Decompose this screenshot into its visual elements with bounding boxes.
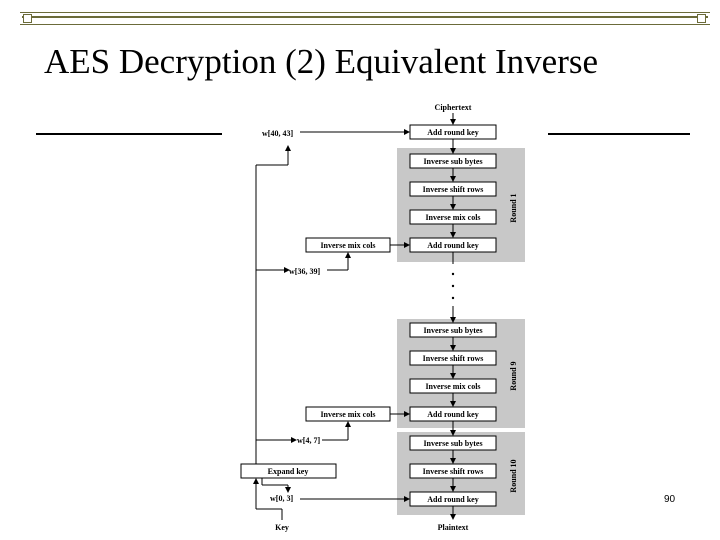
key-inv-mix-cols-label-9: Inverse mix cols [320,410,375,419]
key-word-0-3: w[0, 3] [270,494,293,503]
top-bar-band [20,12,710,25]
round-9-label: Round 9 [509,361,518,390]
add-round-key-label-1: Add round key [427,128,478,137]
top-bar-right-square [697,14,706,23]
inv-shift-rows-label-9: Inverse shift rows [423,354,484,363]
inv-sub-bytes-label-9: Inverse sub bytes [423,326,482,335]
inv-shift-rows-label-10: Inverse shift rows [423,467,484,476]
slide-title: AES Decryption (2) Equivalent Inverse [44,42,599,81]
inv-mix-cols-label-1: Inverse mix cols [425,213,480,222]
round-10-label: Round 10 [509,459,518,492]
plaintext-label: Plaintext [438,523,469,532]
top-bar-left-square [23,14,32,23]
key-word-40-43: w[40, 43] [262,129,293,138]
round-1-label: Round 1 [509,193,518,222]
add-round-key-label-2: Add round key [427,241,478,250]
add-round-key-label-9: Add round key [427,410,478,419]
key-label: Key [275,523,289,532]
slide-top-bar [20,12,710,25]
add-round-key-label-10: Add round key [427,495,478,504]
inv-sub-bytes-label-10: Inverse sub bytes [423,439,482,448]
inv-shift-rows-label-1: Inverse shift rows [423,185,484,194]
title-rule-left [36,133,222,135]
expand-key-label: Expand key [268,467,309,476]
key-inv-mix-cols-label-1: Inverse mix cols [320,241,375,250]
ciphertext-label: Ciphertext [435,103,472,112]
top-bar-stripe [22,16,708,18]
title-rule-right [548,133,690,135]
key-word-36-39: w[36, 39] [289,267,320,276]
inv-sub-bytes-label-1: Inverse sub bytes [423,157,482,166]
expand-key-box [240,463,337,479]
key-word-4-7: w[4, 7] [297,436,320,445]
round-ellipsis [451,272,455,300]
diagram-connectors [253,113,456,520]
page-number: 90 [664,494,676,505]
inv-mix-cols-label-9: Inverse mix cols [425,382,480,391]
